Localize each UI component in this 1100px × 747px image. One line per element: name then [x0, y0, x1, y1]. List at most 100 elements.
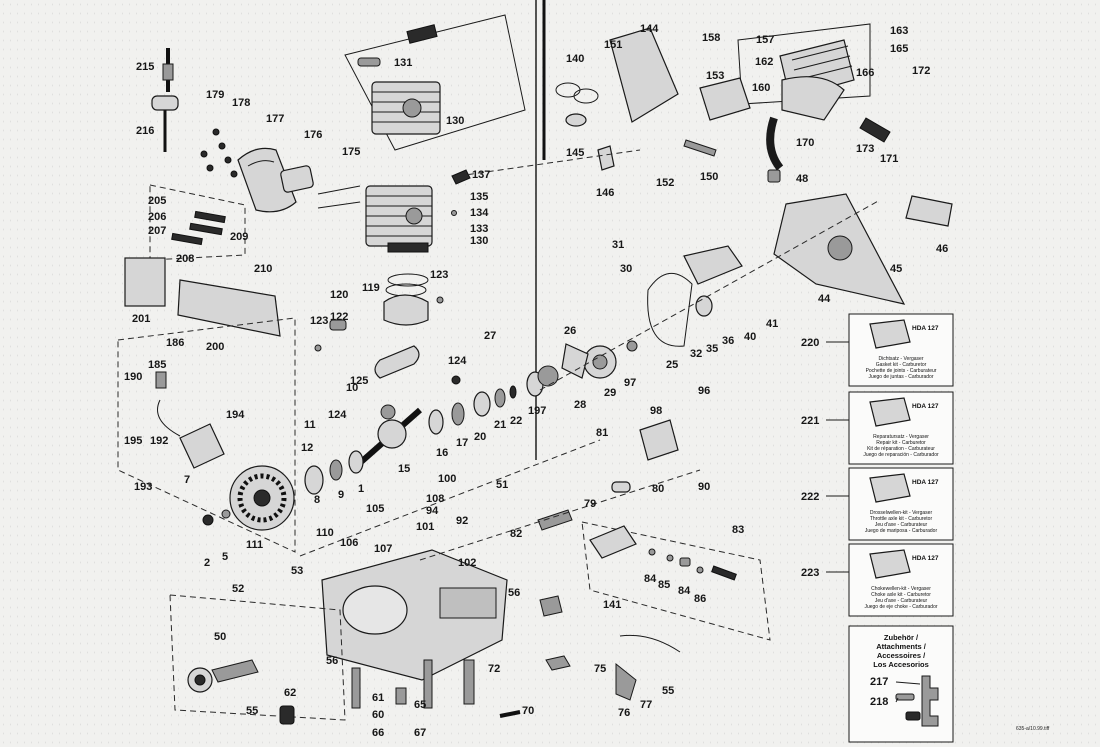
- callout-55: 55: [246, 705, 258, 717]
- callout-70: 70: [522, 705, 534, 717]
- piston: [383, 273, 429, 326]
- callout-145: 145: [566, 147, 584, 159]
- callout-133: 133: [470, 223, 488, 235]
- clip-70: [545, 655, 571, 671]
- alignment-lines: [299, 149, 881, 561]
- clutch: [561, 343, 589, 379]
- circlip-lower: [314, 344, 322, 352]
- callout-107: 107: [374, 543, 392, 555]
- plug-washer: [451, 210, 457, 216]
- cylinder-assembly: [365, 185, 433, 253]
- ignition-module: [155, 371, 225, 469]
- decal-48: [905, 195, 953, 227]
- callout-56: 56: [326, 655, 338, 667]
- callout-83: 83: [732, 524, 744, 536]
- oil-pump-frame: [169, 594, 346, 721]
- callout-11: 11: [304, 419, 316, 431]
- kit-code-222: HDA 127: [912, 479, 939, 486]
- kit-line-220-2: Pochette de joints - Carburateur: [866, 368, 937, 374]
- callout-60: 60: [372, 709, 384, 721]
- callout-206: 206: [148, 211, 166, 223]
- kit-num-221: 221: [801, 415, 819, 427]
- callout-75: 75: [594, 663, 606, 675]
- callout-124: 124: [448, 355, 467, 367]
- callout-123: 123: [430, 269, 448, 281]
- callout-56: 56: [508, 587, 520, 599]
- callout-36: 36: [722, 335, 734, 347]
- callout-21: 21: [494, 419, 506, 431]
- callout-197: 197: [528, 405, 546, 417]
- brake-lever: [683, 245, 743, 285]
- callout-108: 108: [426, 493, 444, 505]
- callout-28: 28: [574, 399, 586, 411]
- callout-119: 119: [362, 282, 380, 294]
- callout-146: 146: [596, 187, 614, 199]
- callout-86: 86: [694, 593, 706, 605]
- callout-141: 141: [603, 599, 621, 611]
- handle-bracket: [781, 76, 845, 121]
- callout-41: 41: [766, 318, 778, 330]
- muffler-nuts: [200, 128, 238, 178]
- cylinder-decal: [406, 24, 438, 44]
- callout-66: 66: [372, 727, 384, 739]
- callout-144: 144: [640, 23, 659, 35]
- callout-134: 134: [470, 207, 489, 219]
- accessories-heading-3: Los Accesorios: [873, 660, 929, 669]
- callout-152: 152: [656, 177, 674, 189]
- needle-bearing: [626, 340, 638, 352]
- kit-carburetor-220: [869, 319, 911, 349]
- callout-173: 173: [856, 143, 874, 155]
- callout-158: 158: [702, 32, 720, 44]
- kit-carburetor-222: [869, 473, 911, 503]
- callout-185: 185: [148, 359, 166, 371]
- callout-94: 94: [426, 505, 439, 517]
- kit-line-222-3: Juego de mariposa - Carburador: [865, 528, 938, 534]
- callout-12: 12: [301, 442, 313, 454]
- callout-140: 140: [566, 53, 584, 65]
- callout-194: 194: [226, 409, 245, 421]
- accessories-heading-0: Zubehör /: [884, 633, 919, 642]
- callout-76: 76: [618, 707, 630, 719]
- kit-code-223: HDA 127: [912, 555, 939, 562]
- crankcase: [321, 549, 508, 681]
- callout-25: 25: [666, 359, 678, 371]
- callout-67: 67: [414, 727, 426, 739]
- callout-177: 177: [266, 113, 284, 125]
- callout-123: 123: [310, 315, 328, 327]
- callout-179: 179: [206, 89, 224, 101]
- callout-29: 29: [604, 387, 616, 399]
- callout-215: 215: [136, 61, 154, 73]
- callout-171: 171: [880, 153, 898, 165]
- callout-102: 102: [458, 557, 476, 569]
- bearing-124: [451, 375, 461, 385]
- callout-10: 10: [346, 382, 358, 394]
- kit-line-220-0: Dichtsatz - Vergaser: [878, 356, 923, 362]
- callout-48: 48: [796, 173, 808, 185]
- callout-82: 82: [510, 528, 522, 540]
- throttle-frame: [581, 521, 771, 641]
- muffler-bolt-1: [317, 185, 361, 195]
- crank-bearings: [428, 371, 544, 435]
- callout-15: 15: [398, 463, 410, 475]
- bearing-8: [329, 459, 343, 481]
- kit-code-221: HDA 127: [912, 403, 939, 410]
- kit-line-222-2: Jeu d'axe - Carburateur: [875, 522, 928, 528]
- callout-44: 44: [818, 293, 831, 305]
- callout-176: 176: [304, 129, 322, 141]
- accessory-num-218: 218: [870, 696, 888, 708]
- accessories-heading-2: Accessoires /: [877, 651, 926, 660]
- guide-bar: [177, 279, 281, 337]
- kit-line-222-0: Drosselwellen-kit - Vergaser: [870, 510, 933, 516]
- kit-line-223-1: Choke axle kit - Carburetor: [871, 592, 931, 598]
- side-cover-boss: [827, 235, 853, 261]
- callout-96: 96: [698, 385, 710, 397]
- callout-130: 130: [446, 115, 464, 127]
- kit-line-223-3: Juego de eje choke - Carburador: [864, 604, 937, 610]
- callout-207: 207: [148, 225, 166, 237]
- adjuster-55: [539, 595, 563, 617]
- kit-line-221-0: Reparatursatz - Vergaser: [873, 434, 929, 440]
- kit-num-222: 222: [801, 491, 819, 503]
- kit-line-223-2: Jeu d'axe - Carburateur: [875, 598, 928, 604]
- callout-124: 124: [328, 409, 347, 421]
